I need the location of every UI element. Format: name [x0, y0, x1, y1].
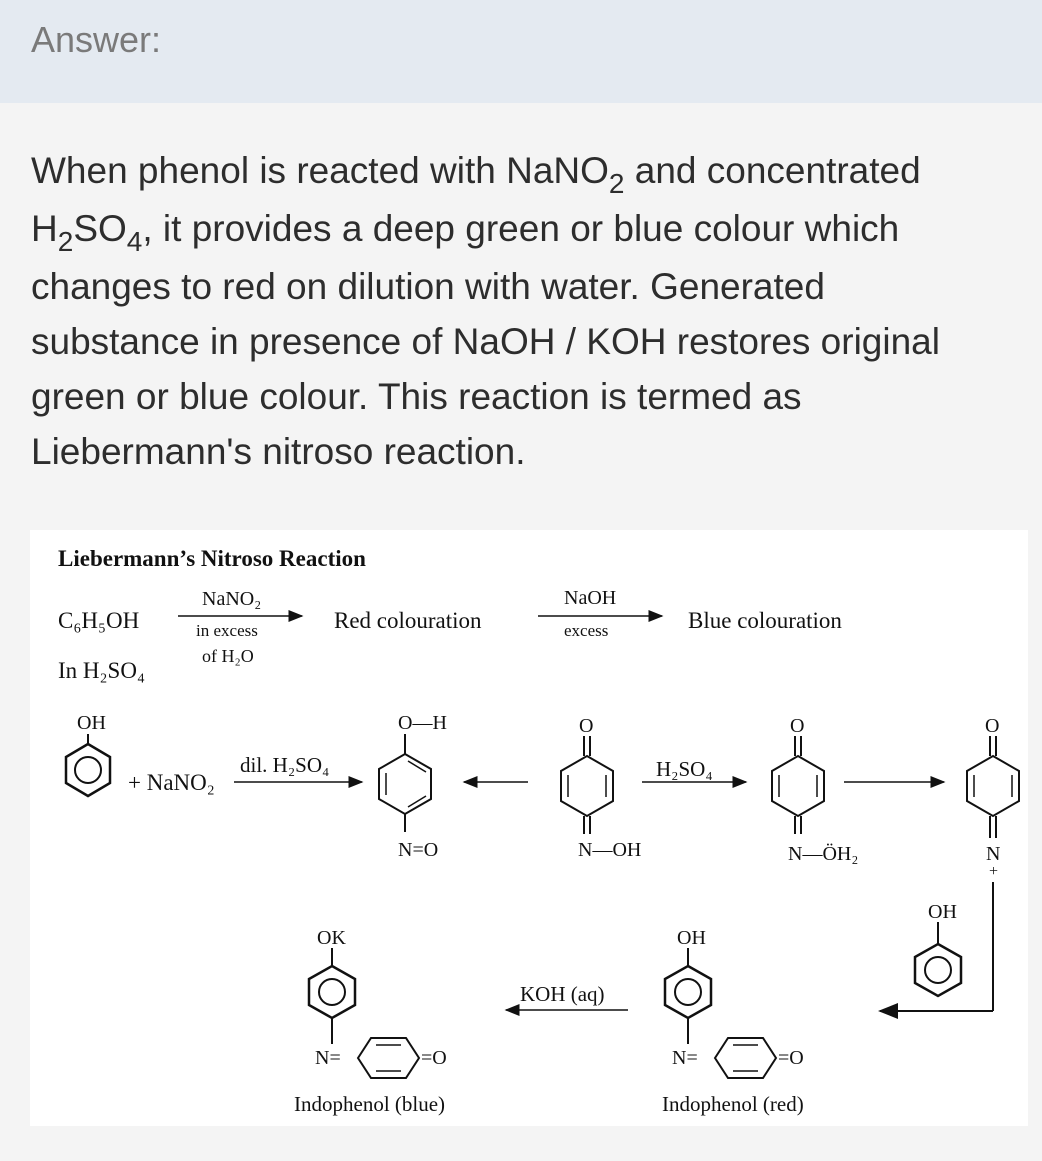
- quinone-ring-3: [966, 754, 1020, 818]
- quinone-ring-2: [771, 754, 825, 818]
- benzene-ring-4: [307, 964, 357, 1020]
- h2so4-label: H₂SO₄: [656, 757, 713, 781]
- quinone-ring-5: [713, 1037, 778, 1079]
- answer-line-2: H2SO4, it provides a deep green or blue …: [31, 201, 1006, 259]
- answer-line-2-sub2: 4: [126, 226, 143, 257]
- oh-label-3: OH: [677, 927, 706, 949]
- o-h-label: O—H: [398, 712, 447, 734]
- koh-aq-label: KOH (aq): [520, 982, 605, 1006]
- red-colouration-label: Red colouration: [334, 608, 482, 633]
- benzene-ring-2: [378, 752, 432, 816]
- reaction-figure: Liebermann’s Nitroso Reaction C₆H₅OH In …: [30, 530, 1028, 1126]
- answer-header: Answer:: [0, 0, 1042, 103]
- n-eq-label-1: N=: [315, 1047, 341, 1069]
- answer-line-2-b: SO: [73, 208, 127, 249]
- answer-label: Answer:: [31, 19, 162, 60]
- answer-text: When phenol is reacted with NaNO2 and co…: [31, 143, 1006, 479]
- quinone-ring-1: [560, 754, 614, 818]
- plus-label: +: [989, 863, 998, 880]
- answer-line-2-c: , it provides a deep green or blue colou…: [142, 208, 900, 249]
- n-eq-label-2: N=: [672, 1047, 698, 1069]
- answer-line-1: When phenol is reacted with NaNO2 and co…: [31, 143, 1006, 201]
- answer-line-2-sub1: 2: [57, 226, 74, 257]
- answer-line-2-a: H: [31, 208, 58, 249]
- eq-o-label-2: =O: [778, 1047, 804, 1069]
- answer-line-1-a: When phenol is reacted with NaNO: [31, 150, 609, 191]
- phenol-formula: C₆H₅OH: [58, 608, 139, 633]
- plus-nano2-label: + NaNO₂: [128, 770, 215, 795]
- n-oh2-label: N—ÖH₂: [788, 842, 858, 865]
- o-label-3: O: [985, 715, 999, 737]
- arrow1-condition: in excess: [196, 621, 258, 640]
- n-label: N: [986, 843, 1000, 865]
- answer-line-1-b: and concentrated: [624, 150, 921, 191]
- oh-label-4: OH: [928, 901, 957, 923]
- benzene-ring-1: [64, 742, 112, 798]
- ok-label: OK: [317, 927, 346, 949]
- answer-line-4: substance in presence of NaOH / KOH rest…: [31, 321, 940, 362]
- arrow1-condition-2: of H₂O: [202, 646, 254, 666]
- reaction-scheme: Liebermann’s Nitroso Reaction C₆H₅OH In …: [58, 546, 1020, 1116]
- indophenol-blue-label: Indophenol (blue): [294, 1092, 445, 1116]
- answer-line-3: changes to red on dilution with water. G…: [31, 266, 825, 307]
- in-h2so4-label: In H₂SO₄: [58, 658, 145, 683]
- oh-label-1: OH: [77, 712, 106, 734]
- arrow1-reagent: NaNO₂: [202, 588, 261, 610]
- dil-h2so4-label: dil. H₂SO₄: [240, 753, 329, 777]
- blue-colouration-label: Blue colouration: [688, 608, 842, 633]
- eq-o-label-1: =O: [421, 1047, 447, 1069]
- o-label-2: O: [790, 715, 804, 737]
- n-o-label: N=O: [398, 839, 438, 861]
- answer-line-5: green or blue colour. This reaction is t…: [31, 376, 802, 417]
- quinone-ring-4: [356, 1037, 421, 1079]
- benzene-ring-6: [913, 942, 963, 998]
- answer-line-6: Liebermann's nitroso reaction.: [31, 431, 526, 472]
- indophenol-red-label: Indophenol (red): [662, 1092, 804, 1116]
- arrow2-condition: excess: [564, 621, 608, 640]
- n-oh-label: N—OH: [578, 839, 641, 861]
- o-label-1: O: [579, 715, 593, 737]
- arrow2-reagent: NaOH: [564, 587, 616, 609]
- benzene-ring-5: [663, 964, 713, 1020]
- answer-line-1-sub: 2: [608, 168, 625, 199]
- figure-title: Liebermann’s Nitroso Reaction: [58, 546, 366, 571]
